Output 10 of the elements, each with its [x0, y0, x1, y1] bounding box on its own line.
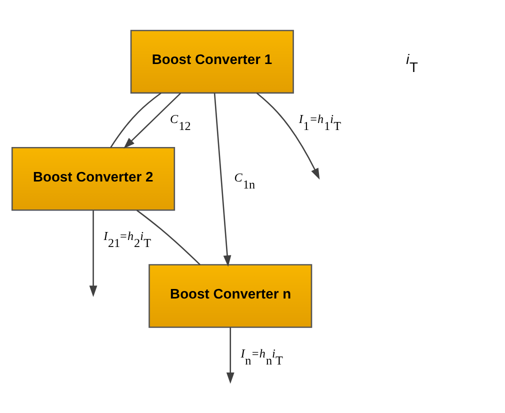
arrow	[89, 210, 98, 297]
arrow	[124, 92, 182, 149]
connector	[110, 92, 162, 148]
arrow	[226, 327, 234, 384]
arrow	[256, 92, 320, 180]
node-box: Boost Converter n	[148, 264, 312, 328]
arrow	[214, 92, 232, 267]
node-box: Boost Converter 2	[11, 146, 176, 211]
node-box: Boost Converter 1	[130, 30, 294, 94]
connector	[136, 210, 200, 266]
